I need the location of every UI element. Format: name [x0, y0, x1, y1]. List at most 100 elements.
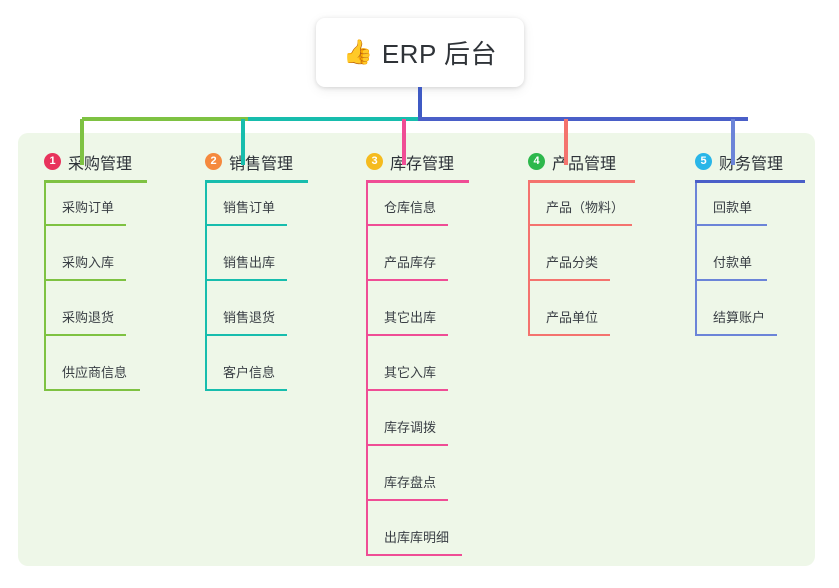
branch-items-4: 产品（物料） 产品分类产品单位 [528, 183, 635, 348]
branch-header-rule [44, 180, 147, 183]
branch-items-1: 采购订单采购入库采购退货供应商信息 [44, 183, 147, 403]
branch-spine [695, 183, 697, 336]
branch-drop-connector-2 [241, 119, 245, 165]
root-stem-connector [418, 87, 422, 120]
leaf-item[interactable]: 采购订单 [44, 183, 147, 238]
leaf-item-label: 产品（物料） [546, 200, 625, 215]
branch-drop-connector-1 [80, 119, 84, 165]
leaf-item[interactable]: 销售出库 [205, 238, 308, 293]
leaf-item-rule [366, 554, 462, 556]
branch-header-1[interactable]: 1 采购管理 [44, 141, 147, 173]
bus-segment-teal [248, 117, 422, 121]
leaf-item-label: 产品库存 [384, 255, 437, 270]
leaf-item[interactable]: 出库库明细 [366, 513, 469, 568]
branch-number-badge: 5 [695, 153, 712, 170]
branch-items-5: 回款单付款单结算账户 [695, 183, 805, 348]
leaf-item-label: 付款单 [713, 255, 753, 270]
leaf-item[interactable]: 库存盘点 [366, 458, 469, 513]
leaf-item-label: 结算账户 [713, 310, 766, 325]
branches-panel [18, 133, 815, 566]
leaf-item-rule [366, 279, 448, 281]
leaf-item[interactable]: 客户信息 [205, 348, 308, 403]
leaf-item-rule [366, 499, 448, 501]
branch-header-2[interactable]: 2 销售管理 [205, 141, 308, 173]
leaf-item-label: 采购订单 [62, 200, 115, 215]
leaf-item-label: 销售订单 [223, 200, 276, 215]
branch-column-3: 3 库存管理仓库信息产品库存其它出库其它入库库存调拨库存盘点出库库明细 [366, 141, 469, 568]
leaf-item-rule [44, 279, 126, 281]
branch-title: 销售管理 [229, 155, 294, 173]
thumbs-up-icon: 👍 [342, 38, 373, 66]
leaf-item-rule [366, 334, 448, 336]
branch-spine [528, 183, 530, 336]
branch-items-3: 仓库信息产品库存其它出库其它入库库存调拨库存盘点出库库明细 [366, 183, 469, 568]
branch-header-rule [366, 180, 469, 183]
leaf-item-label: 其它入库 [384, 365, 437, 380]
leaf-item[interactable]: 产品单位 [528, 293, 635, 348]
leaf-item-rule [205, 224, 287, 226]
branch-spine [205, 183, 207, 391]
leaf-item-rule [44, 389, 140, 391]
leaf-item-label: 回款单 [713, 200, 753, 215]
leaf-item-label: 采购入库 [62, 255, 115, 270]
branch-spine [366, 183, 368, 556]
leaf-item-rule [528, 334, 610, 336]
title-card[interactable]: 👍 ERP 后台 [316, 18, 524, 87]
leaf-item-rule [366, 224, 448, 226]
leaf-item[interactable]: 销售订单 [205, 183, 308, 238]
branch-header-4[interactable]: 4 产品管理 [528, 141, 635, 173]
branch-header-rule [528, 180, 635, 183]
leaf-item-rule [205, 334, 287, 336]
leaf-item[interactable]: 其它出库 [366, 293, 469, 348]
leaf-item[interactable]: 库存调拨 [366, 403, 469, 458]
branch-header-3[interactable]: 3 库存管理 [366, 141, 469, 173]
leaf-item[interactable]: 产品（物料） [528, 183, 635, 238]
branch-column-1: 1 采购管理采购订单采购入库采购退货供应商信息 [44, 141, 147, 403]
leaf-item-rule [366, 444, 448, 446]
leaf-item-label: 销售出库 [223, 255, 276, 270]
branch-spine [44, 183, 46, 391]
leaf-item-label: 销售退货 [223, 310, 276, 325]
branch-drop-connector-5 [731, 119, 735, 165]
leaf-item[interactable]: 结算账户 [695, 293, 805, 348]
leaf-item[interactable]: 采购退货 [44, 293, 147, 348]
branch-header-rule [205, 180, 308, 183]
leaf-item[interactable]: 产品分类 [528, 238, 635, 293]
leaf-item[interactable]: 回款单 [695, 183, 805, 238]
branch-items-2: 销售订单销售出库销售退货客户信息 [205, 183, 308, 403]
leaf-item[interactable]: 仓库信息 [366, 183, 469, 238]
leaf-item[interactable]: 付款单 [695, 238, 805, 293]
leaf-item-label: 供应商信息 [62, 365, 128, 380]
leaf-item[interactable]: 供应商信息 [44, 348, 147, 403]
leaf-item[interactable]: 采购入库 [44, 238, 147, 293]
leaf-item-rule [44, 224, 126, 226]
branch-number-badge: 4 [528, 153, 545, 170]
leaf-item-label: 其它出库 [384, 310, 437, 325]
leaf-item-rule [695, 224, 767, 226]
leaf-item[interactable]: 销售退货 [205, 293, 308, 348]
title-content: 👍 ERP 后台 [343, 34, 497, 71]
leaf-item-rule [205, 389, 287, 391]
branch-header-rule [695, 180, 805, 183]
leaf-item-label: 库存盘点 [384, 475, 437, 490]
leaf-item[interactable]: 其它入库 [366, 348, 469, 403]
branch-number-badge: 3 [366, 153, 383, 170]
leaf-item-rule [528, 279, 610, 281]
leaf-item-rule [44, 334, 126, 336]
leaf-item-rule [528, 224, 632, 226]
leaf-item-rule [695, 279, 767, 281]
branch-title: 采购管理 [68, 155, 133, 173]
leaf-item-rule [366, 389, 448, 391]
leaf-item-label: 产品单位 [546, 310, 599, 325]
leaf-item[interactable]: 产品库存 [366, 238, 469, 293]
branch-drop-connector-4 [564, 119, 568, 165]
branch-title: 产品管理 [552, 155, 617, 173]
branch-number-badge: 1 [44, 153, 61, 170]
leaf-item-label: 出库库明细 [384, 530, 450, 545]
branch-column-4: 4 产品管理产品（物料） 产品分类产品单位 [528, 141, 635, 348]
branch-number-badge: 2 [205, 153, 222, 170]
branch-title: 库存管理 [390, 155, 455, 173]
leaf-item-label: 仓库信息 [384, 200, 437, 215]
